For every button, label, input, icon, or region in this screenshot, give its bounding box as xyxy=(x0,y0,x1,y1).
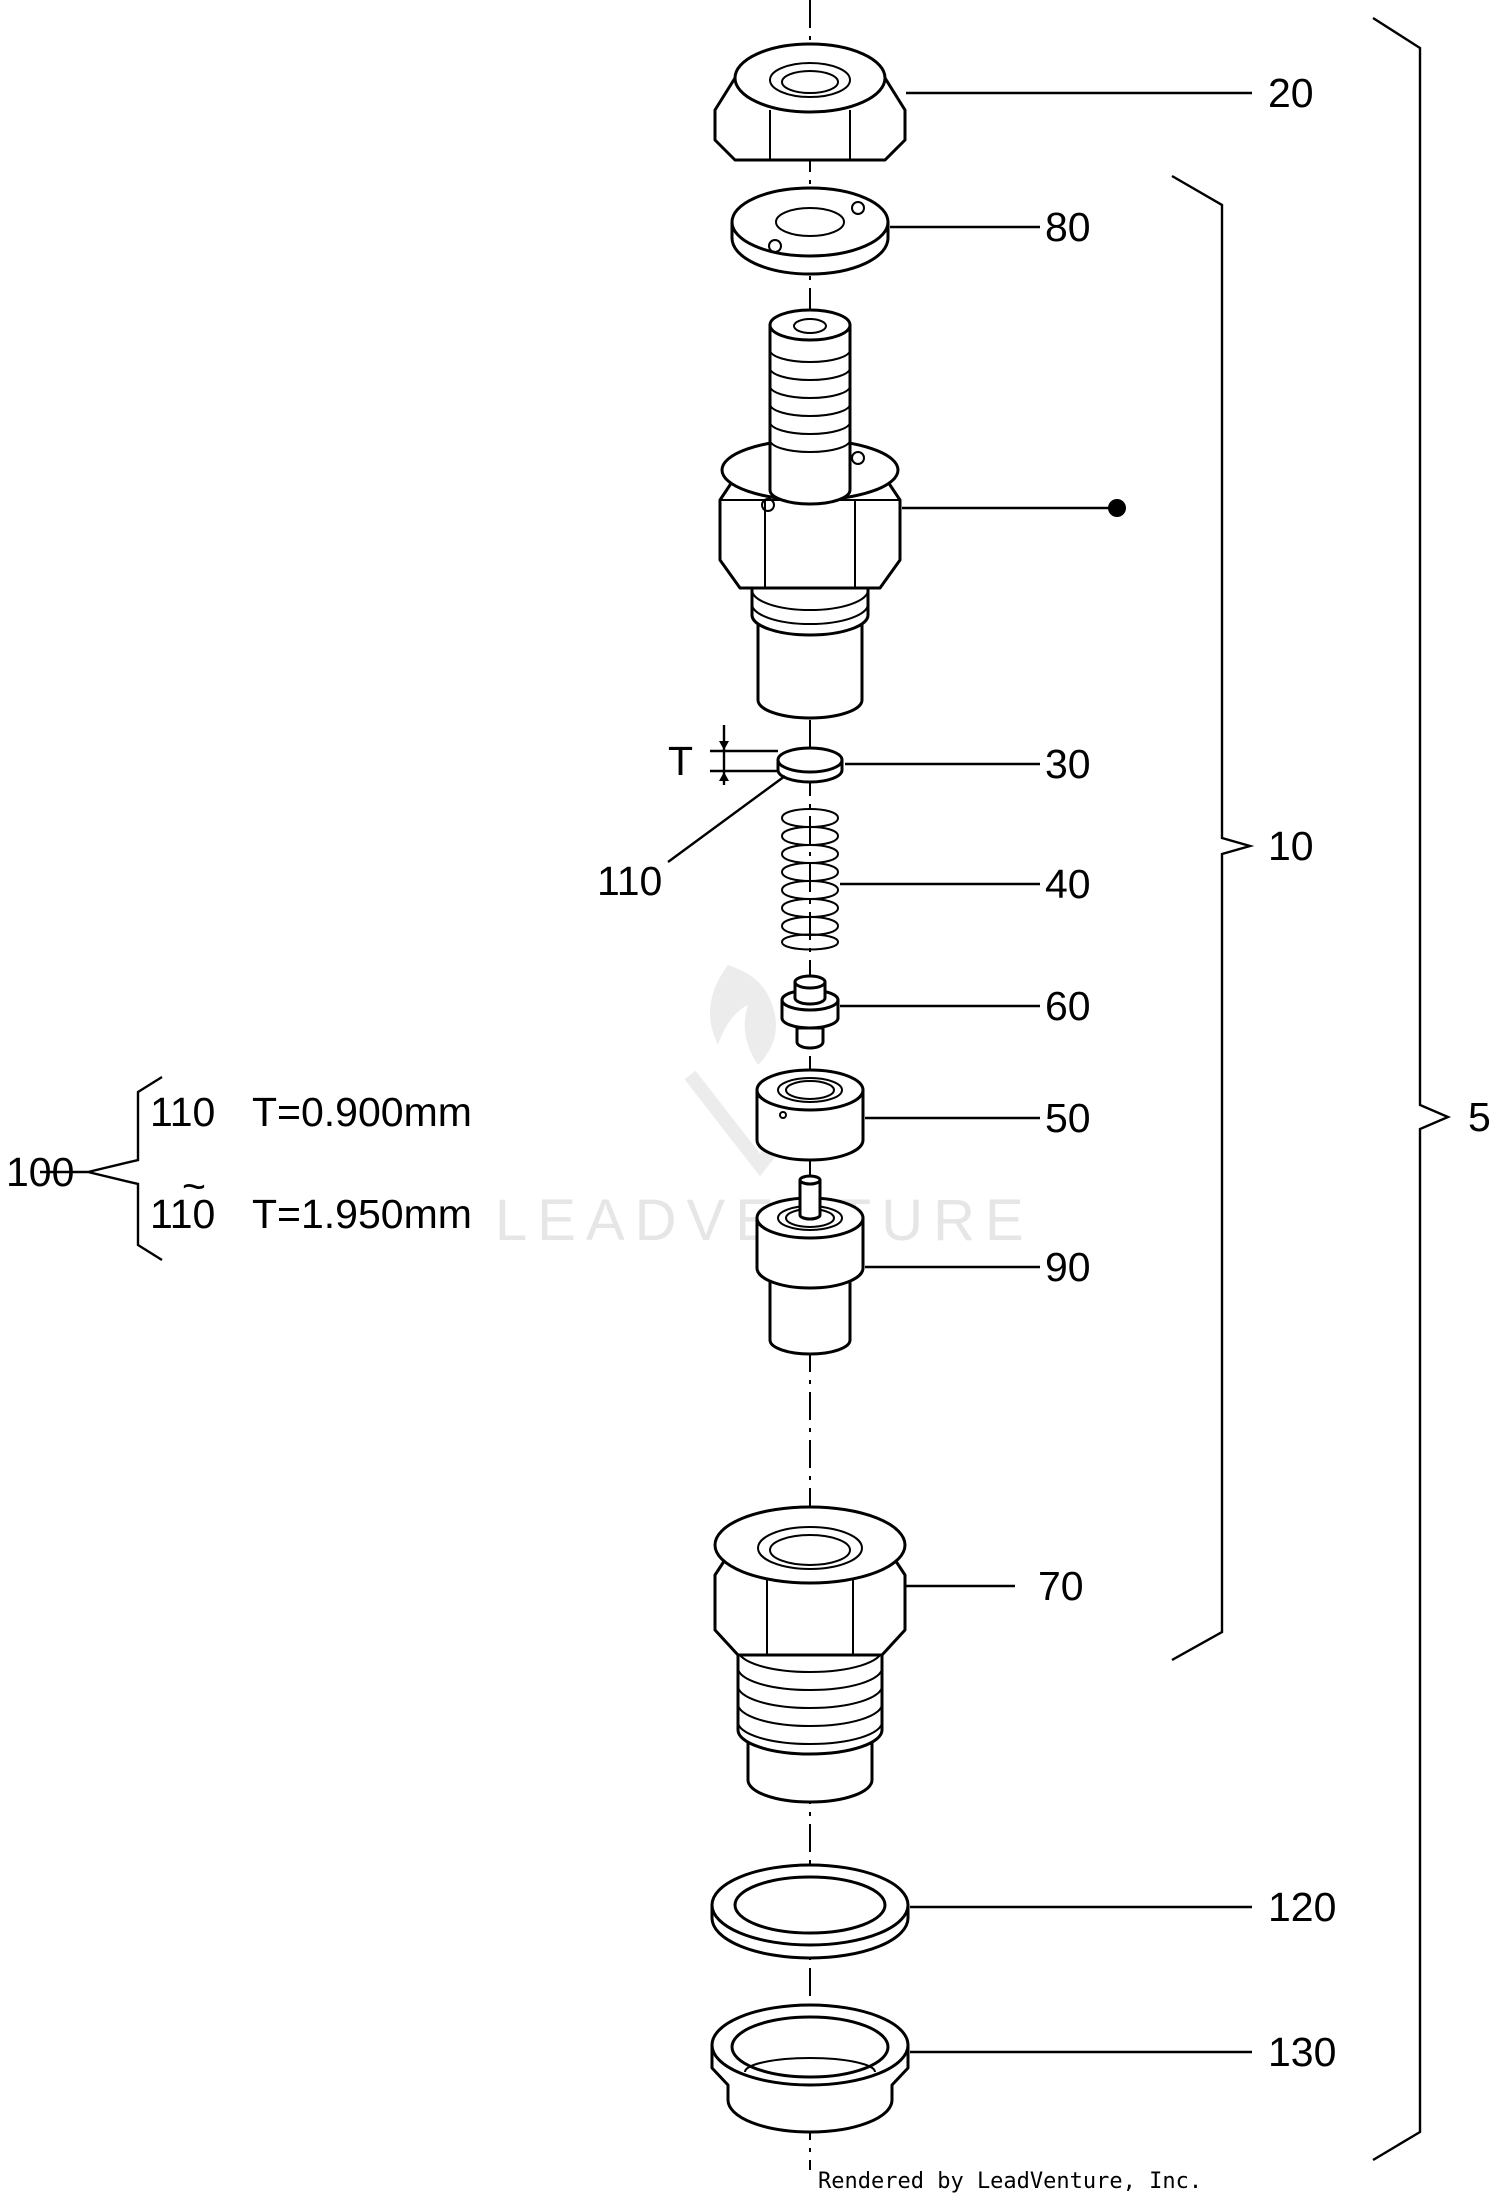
callout-110: 110 xyxy=(597,858,662,904)
part-60-stopper xyxy=(780,974,840,1050)
callout-5: 5 xyxy=(1468,1094,1491,1140)
row2-part: 110 xyxy=(150,1191,215,1237)
callout-40: 40 xyxy=(1045,861,1091,907)
thickness-dimension: T xyxy=(668,725,778,785)
thickness-mark: T xyxy=(668,738,693,784)
part-20-nut xyxy=(713,42,907,162)
callout-130: 130 xyxy=(1268,2029,1336,2075)
group-label-100: 100 xyxy=(6,1149,74,1195)
part-50-valve-seat xyxy=(755,1068,865,1162)
part-70-holder-nut xyxy=(713,1505,907,1804)
part-130-collar xyxy=(710,2003,910,2134)
bracket-10 xyxy=(1171,174,1255,1662)
callout-labels: 20 80 30 110 40 60 50 90 70 120 130 10 5 xyxy=(597,70,1491,2075)
callout-60: 60 xyxy=(1045,983,1091,1029)
holder-threads xyxy=(737,1649,883,1745)
row1-spec: T=0.900mm xyxy=(252,1089,472,1135)
row2-spec: T=1.950mm xyxy=(252,1191,472,1237)
part-40-spring xyxy=(781,808,840,951)
callout-70: 70 xyxy=(1038,1563,1084,1609)
callout-30: 30 xyxy=(1045,741,1091,787)
callout-90: 90 xyxy=(1045,1244,1091,1290)
callout-50: 50 xyxy=(1045,1095,1091,1141)
callout-120: 120 xyxy=(1268,1884,1336,1930)
part-80-washer xyxy=(730,186,890,276)
callout-80: 80 xyxy=(1045,204,1091,250)
bracket-100 xyxy=(40,1075,163,1262)
part-90-delivery-valve xyxy=(755,1174,865,1356)
leader-lines xyxy=(667,91,1252,2054)
shim-spec-table: 100 110 T=0.900mm ~ 110 T=1.950mm xyxy=(6,1089,472,1237)
part-30-shim xyxy=(776,746,844,784)
part-120-gasket xyxy=(710,1863,910,1960)
callout-20: 20 xyxy=(1268,70,1314,116)
stem-threads xyxy=(769,349,851,453)
callout-10: 10 xyxy=(1268,823,1314,869)
footer-credit: Rendered by LeadVenture, Inc. xyxy=(818,2169,1202,2194)
range-mark: ~ xyxy=(182,1163,206,1209)
row1-part: 110 xyxy=(150,1089,215,1135)
bracket-5 xyxy=(1372,16,1452,2162)
part-valve-holder-body xyxy=(718,308,902,720)
